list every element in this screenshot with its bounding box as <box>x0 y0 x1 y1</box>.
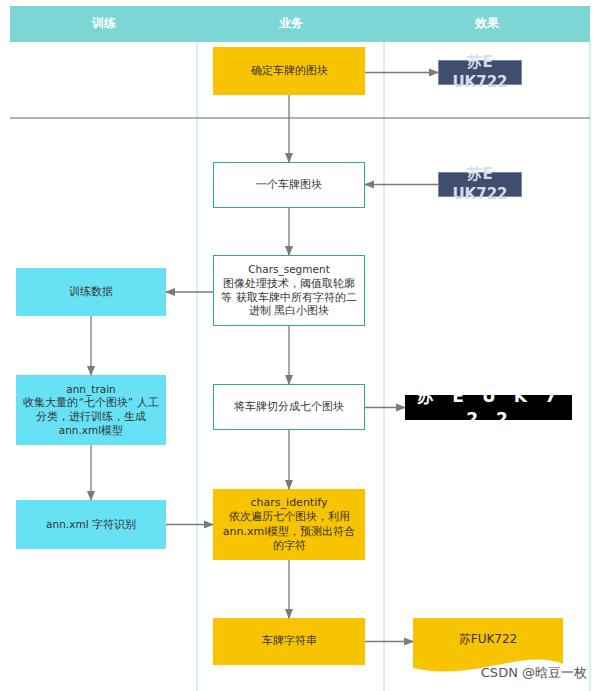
flow-arrow <box>288 326 289 384</box>
column-header: 效果 <box>384 6 590 42</box>
node-text: 确定车牌的图块 <box>251 64 328 78</box>
flow-arrow <box>288 95 289 162</box>
node-text: 苏E UK722 <box>439 53 521 92</box>
column-divider <box>384 42 385 691</box>
column-header: 业务 <box>197 6 384 42</box>
node-text: 训练数据 <box>69 285 113 299</box>
flow-arrow <box>166 524 213 525</box>
process-box: 一个车牌图块 <box>213 162 365 208</box>
flow-arrow <box>365 407 405 408</box>
column-header: 训练 <box>10 6 197 42</box>
node-text: 将车牌切分成七个图块 <box>234 400 344 414</box>
node-heading: ann_train <box>66 383 115 397</box>
flow-arrow <box>365 184 438 185</box>
segmented-chars: 苏 E U K 7 2 2 <box>405 395 572 420</box>
node-text: ann.xml 字符识别 <box>46 518 136 532</box>
column-divider <box>590 42 591 691</box>
node-heading: chars_identify <box>251 496 328 510</box>
training-box: ann.xml 字符识别 <box>16 500 166 549</box>
row-divider <box>10 118 590 119</box>
node-heading: Chars_segment <box>248 263 330 277</box>
node-text: 图像处理技术，阈值取轮廓等 获取车牌中所有字符的二进制 黑白小图块 <box>220 277 358 318</box>
training-box: ann_train收集大量的“七个图块” 人工分类，进行训练，生成 ann.xm… <box>16 375 166 445</box>
node-text: 苏E UK722 <box>439 165 521 204</box>
process-box: 确定车牌的图块 <box>213 47 365 95</box>
process-box: 将车牌切分成七个图块 <box>213 384 365 430</box>
watermark: CSDN @晗豆一枚 <box>481 664 587 682</box>
process-box: Chars_segment图像处理技术，阈值取轮廓等 获取车牌中所有字符的二进制… <box>213 255 365 326</box>
flow-arrow <box>90 445 91 500</box>
process-box: chars_identify依次遍历七个图块，利用ann.xml模型，预测出符合… <box>213 489 365 560</box>
document-fill <box>413 618 563 671</box>
plate-image: 苏E UK722 <box>438 60 522 85</box>
node-text: 苏FUK722 <box>459 632 517 648</box>
flow-arrow <box>90 316 91 375</box>
process-box: 车牌字符串 <box>213 618 365 665</box>
node-text: 业务 <box>279 16 303 32</box>
flow-arrow <box>166 291 213 292</box>
flow-arrow <box>365 72 438 73</box>
flow-arrow <box>288 208 289 255</box>
node-text: 车牌字符串 <box>262 634 317 648</box>
node-text: 苏 E U K 7 2 2 <box>405 385 572 429</box>
node-text: 效果 <box>475 16 499 32</box>
node-text: 训练 <box>92 16 116 32</box>
plate-image: 苏E UK722 <box>438 172 522 197</box>
training-box: 训练数据 <box>16 268 166 316</box>
node-text: 依次遍历七个图块，利用ann.xml模型，预测出符合的字符 <box>221 510 357 553</box>
flow-arrow <box>288 560 289 618</box>
column-divider <box>197 42 198 691</box>
flow-arrow <box>365 641 413 642</box>
node-text: 一个车牌图块 <box>256 178 322 192</box>
flow-arrow <box>288 430 289 489</box>
node-text: 收集大量的“七个图块” 人工分类，进行训练，生成 ann.xml模型 <box>22 396 160 437</box>
